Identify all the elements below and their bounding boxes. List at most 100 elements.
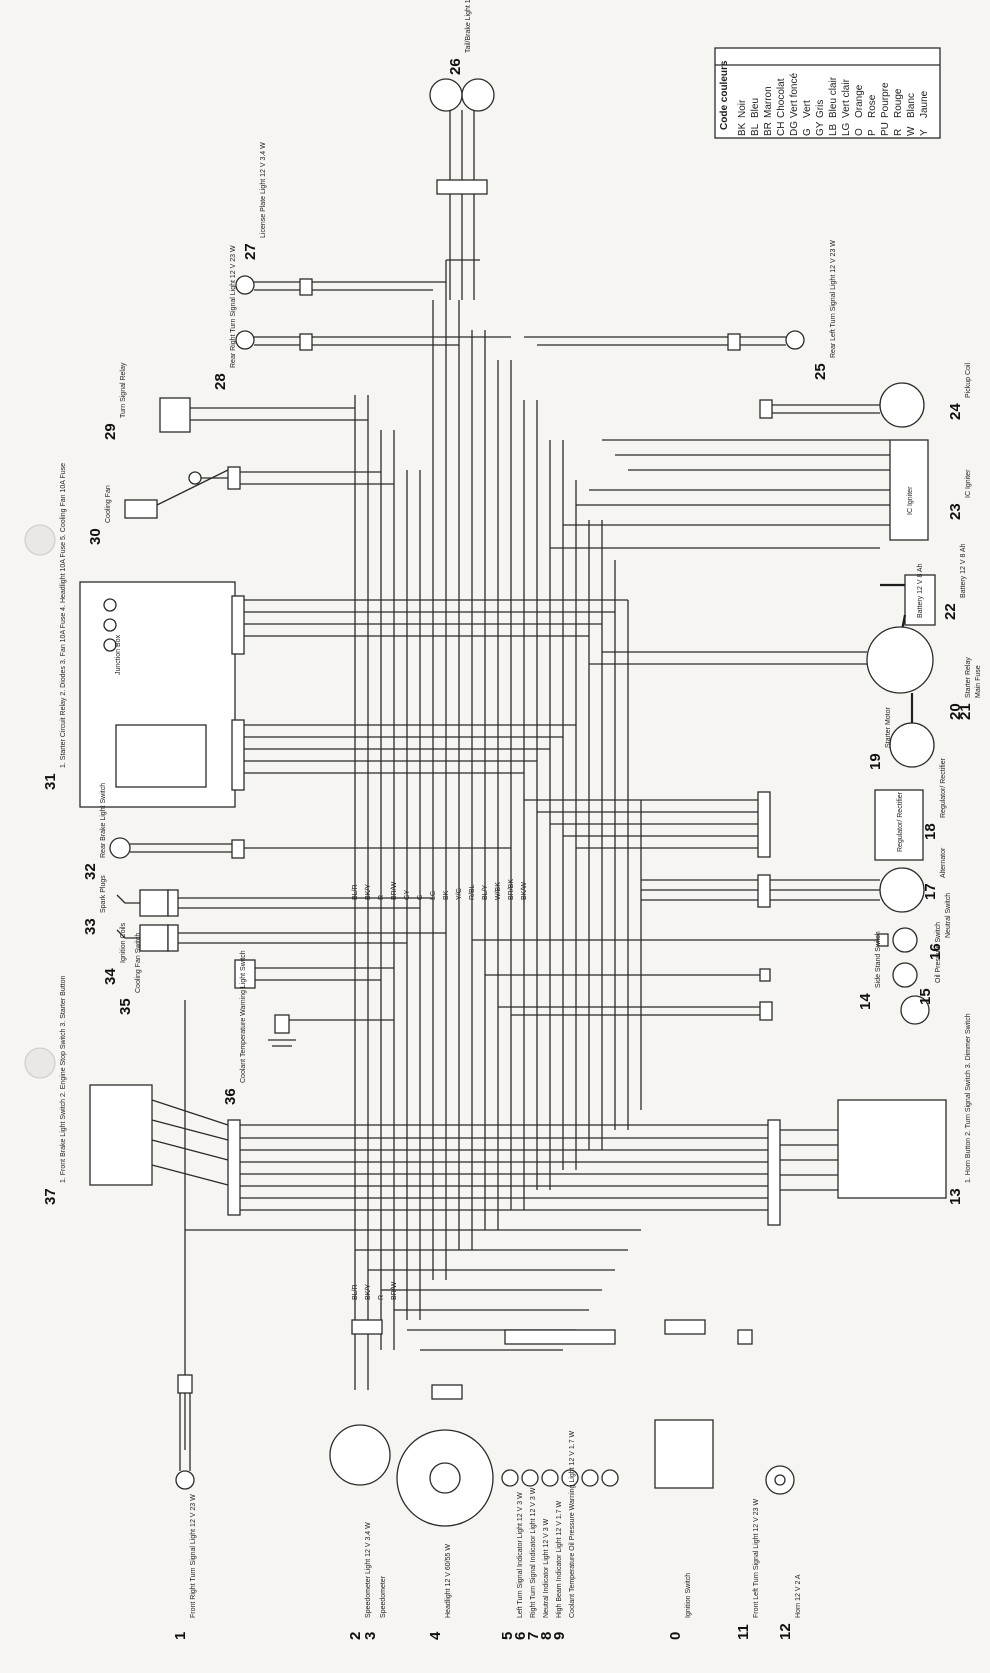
component-label: Oil Pressure Switch	[935, 922, 942, 983]
component-number: 13	[947, 1188, 964, 1205]
component-number: 8	[538, 1632, 555, 1640]
component-label: Ignition Coils	[120, 922, 127, 963]
component-label: Battery 12 V 8 Ah	[960, 543, 967, 598]
component-label: Main Fuse	[975, 665, 982, 698]
component-label: Side Stand Switch	[875, 931, 882, 988]
wire-code-tag: BK/Y	[365, 884, 372, 900]
color-code-legend: Code couleurs BKNoirBLBleuBRMarronCHChoc…	[714, 47, 941, 139]
license-plate-light	[235, 275, 446, 296]
component-label: Rear Left Turn Signal Light 12 V 23 W	[830, 240, 837, 358]
wire-code-tag: R	[378, 895, 385, 900]
component-number: 19	[867, 753, 884, 770]
wire-code-tag: R/BL	[469, 884, 476, 900]
legend-code: BR	[763, 122, 774, 136]
front-right-turn-light	[175, 1374, 195, 1490]
legend-code: GY	[815, 121, 826, 136]
legend-code: LB	[828, 123, 839, 136]
ignition-coils	[116, 889, 446, 952]
ignition-switch	[654, 1319, 714, 1489]
legend-code: W	[906, 126, 917, 136]
legend-code: G	[802, 128, 813, 136]
component-label: Cooling Fan	[105, 485, 112, 523]
component-number: 22	[942, 603, 959, 620]
component-number: 1	[172, 1632, 189, 1640]
component-number: 12	[777, 1623, 794, 1640]
component-number: 16	[927, 943, 944, 960]
component-label: Alternator	[940, 847, 947, 878]
component-number: 29	[102, 423, 119, 440]
component-number: 15	[917, 988, 934, 1005]
component-label: Coolant Temperature Warning Light Switch	[240, 950, 247, 1083]
legend-code: CH	[776, 122, 787, 136]
regulator-rectifier: Regulator/ Rectifier	[757, 789, 924, 861]
legend-code: BL	[750, 123, 761, 136]
component-label: Front Left Turn Signal Light 12 V 23 W	[753, 1499, 760, 1618]
legend-code: Y	[919, 129, 930, 136]
wire-code-tag: BK/Y	[365, 1284, 372, 1300]
component-label: Cooling Fan Switch	[135, 933, 142, 993]
component-label: Ignition Switch	[685, 1573, 692, 1618]
wire-code-tag: BL/Y	[482, 884, 489, 900]
pickup-coil	[759, 382, 925, 428]
wire-code-tag: W/BK	[495, 882, 502, 900]
legend-code: P	[867, 129, 878, 136]
legend-color-name: Vert	[802, 100, 813, 118]
component-number: 5	[499, 1632, 516, 1640]
component-label: Starter Motor	[885, 706, 892, 748]
legend-color-name: Bleu clair	[828, 76, 839, 118]
wire-code-tag: BR/W	[391, 881, 398, 900]
speedometer	[329, 1319, 391, 1486]
legend-code: LG	[841, 122, 852, 136]
legend-color-name: Bleu	[750, 98, 761, 118]
component-label: License Plate Light 12 V 3.4 W	[260, 142, 267, 238]
side-stand-switch	[759, 995, 930, 1025]
headlight	[396, 1384, 494, 1527]
wire-code-tag: BL/R	[352, 884, 359, 900]
component-label: Speedometer Light 12 V 3.4 W	[365, 1522, 372, 1618]
wire-code-tag: R	[378, 1295, 385, 1300]
neutral-switch	[877, 927, 918, 953]
legend-color-name: Vert clair	[841, 78, 852, 118]
component-label: Neutral Switch	[945, 893, 952, 938]
component-number: 36	[222, 1088, 239, 1105]
component-number: 37	[42, 1188, 59, 1205]
component-label: Speedometer	[380, 1575, 387, 1618]
wire-code-tag: GY	[404, 890, 411, 900]
component-number: 35	[117, 998, 134, 1015]
legend-color-name: Orange	[854, 84, 865, 118]
component-number: 18	[922, 823, 939, 840]
component-number: 21	[957, 703, 974, 720]
component-number: 23	[947, 503, 964, 520]
rear-left-turn-light	[524, 330, 805, 351]
component-label: Pickup Coil	[965, 363, 972, 398]
legend-color-name: Pourpre	[880, 82, 891, 118]
legend-code: R	[893, 129, 904, 136]
component-label: Regulator/ Rectifier	[940, 757, 947, 818]
component-number: 28	[212, 373, 229, 390]
indicator-lights	[501, 1329, 619, 1487]
component-label: Starter Relay	[965, 657, 972, 698]
component-number: 32	[82, 863, 99, 880]
component-label: 1. Front Brake Light Switch 2. Engine St…	[60, 976, 67, 1183]
component-label: Right Turn Signal Indicator Light 12 V 3…	[530, 1487, 537, 1618]
ic-igniter: IC Igniter	[889, 439, 929, 541]
component-label: Rear Brake Light Switch	[100, 783, 107, 858]
component-number: 0	[667, 1632, 684, 1640]
rear-right-turn-light	[235, 330, 511, 351]
tail-brake-light	[429, 78, 495, 300]
legend-color-name: Vert foncé	[789, 73, 800, 118]
legend-code: O	[854, 128, 865, 136]
wire-code-tag: BR/BK	[508, 879, 515, 900]
harness-trunks	[184, 260, 642, 1450]
component-label: Neutral Indicator Light 12 V 3 W	[543, 1518, 550, 1618]
component-number: 4	[427, 1631, 444, 1640]
component-number: 17	[922, 883, 939, 900]
component-label: Headlight 12 V 60/55 W	[445, 1544, 452, 1618]
component-label: 1. Starter Circuit Relay 2. Diodes 3. Fa…	[60, 463, 67, 768]
component-number: 26	[447, 58, 464, 75]
ic-igniter-label: IC Igniter	[907, 486, 914, 515]
